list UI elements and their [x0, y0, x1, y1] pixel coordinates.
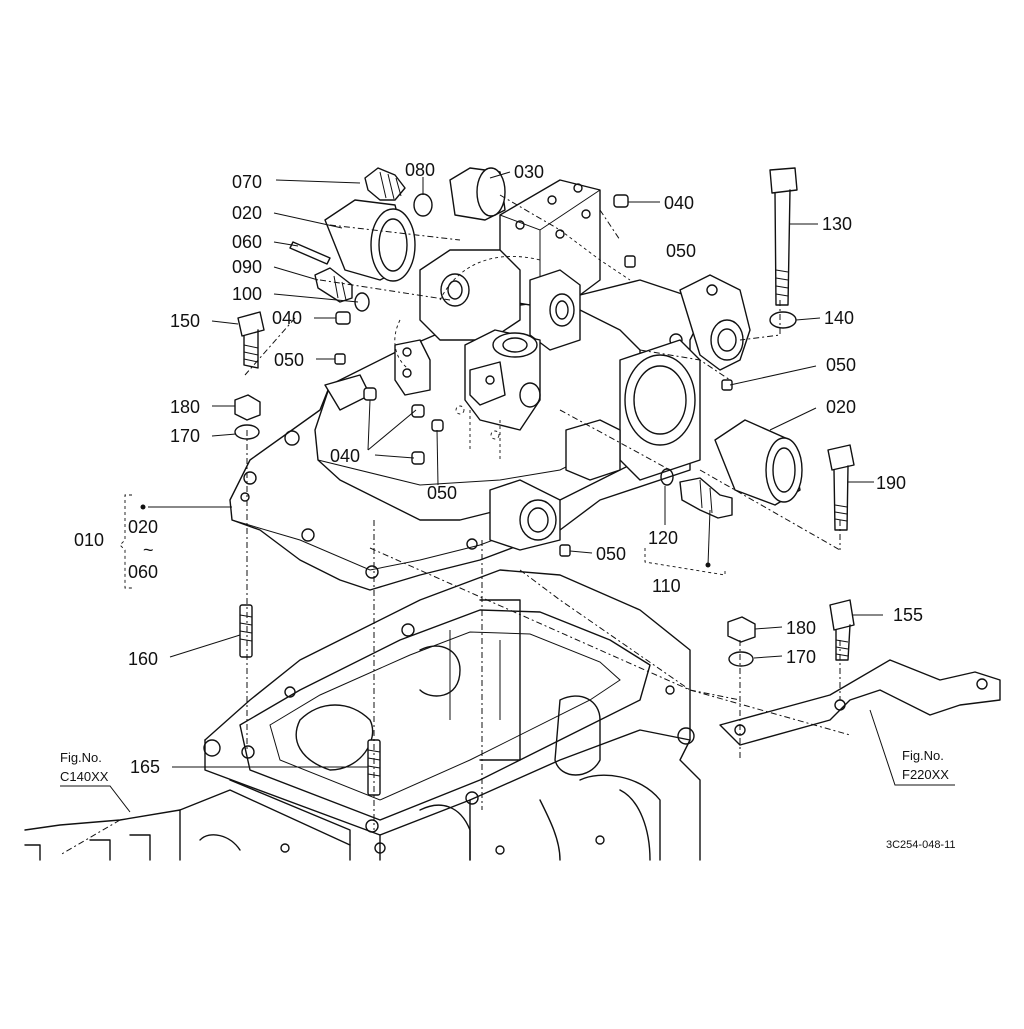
callout-050: 050 — [666, 241, 696, 261]
transmission-case — [24, 569, 701, 861]
hydraulic-cover-body — [229, 179, 751, 591]
callout-155: 155 — [893, 605, 923, 625]
callout-165: 165 — [130, 757, 160, 777]
bolt-155 — [829, 599, 855, 661]
callout-020-group: 020 — [128, 517, 158, 537]
callout-180: 180 — [170, 397, 200, 417]
callout-170: 170 — [786, 647, 816, 667]
callout-040: 040 — [664, 193, 694, 213]
callout-050: 050 — [427, 483, 457, 503]
bolt-190 — [827, 444, 855, 531]
nut-180-right — [727, 616, 756, 643]
callout-060: 060 — [232, 232, 262, 252]
fig-ref-left-label: Fig.No. — [60, 750, 102, 765]
fitting-070 — [364, 167, 406, 201]
bolt-150 — [237, 311, 265, 369]
callout-labels: 070 080 030 040 020 060 090 100 150 040 … — [60, 160, 956, 851]
callout-040: 040 — [330, 446, 360, 466]
callout-range-tilde: ~ — [143, 540, 154, 560]
callout-010: 010 — [74, 530, 104, 550]
fig-ref-right-code: F220XX — [902, 767, 949, 782]
plugs-040 — [335, 194, 629, 465]
bolt-130 — [769, 167, 798, 306]
callout-070: 070 — [232, 172, 262, 192]
callout-090: 090 — [232, 257, 262, 277]
callout-170: 170 — [170, 426, 200, 446]
callout-020: 020 — [232, 203, 262, 223]
callout-190: 190 — [876, 473, 906, 493]
callout-050: 050 — [274, 350, 304, 370]
nut-180-left — [234, 394, 261, 421]
bracket-f220 — [719, 659, 1001, 746]
fig-ref-left-code: C140XX — [60, 769, 109, 784]
callout-180: 180 — [786, 618, 816, 638]
stud-160 — [239, 604, 253, 658]
callout-080: 080 — [405, 160, 435, 180]
fitting-090 — [314, 267, 353, 303]
callout-020: 020 — [826, 397, 856, 417]
callout-130: 130 — [822, 214, 852, 234]
callout-110: 110 — [652, 576, 681, 596]
callout-040: 040 — [272, 308, 302, 328]
fitting-110 — [679, 477, 733, 519]
washer-170-right — [728, 651, 754, 667]
bushing-020-right — [714, 419, 803, 506]
callout-150: 150 — [170, 311, 200, 331]
callout-050: 050 — [596, 544, 626, 564]
callout-050: 050 — [826, 355, 856, 375]
callout-140: 140 — [824, 308, 854, 328]
callout-160: 160 — [128, 649, 158, 669]
callout-120: 120 — [648, 528, 678, 548]
fig-ref-right-label: Fig.No. — [902, 748, 944, 763]
centerlines — [59, 194, 851, 856]
washer-140 — [769, 311, 797, 329]
callout-030: 030 — [514, 162, 544, 182]
bushing-020-left — [324, 199, 416, 282]
o-ring-120 — [660, 468, 674, 486]
drawing-code: 3C254-048-11 — [886, 839, 956, 851]
bushing-030 — [449, 167, 506, 221]
callout-060-group: 060 — [128, 562, 158, 582]
leader-lines — [60, 171, 955, 813]
o-ring-080 — [413, 193, 433, 217]
callout-100: 100 — [232, 284, 262, 304]
pin-060 — [289, 241, 331, 265]
